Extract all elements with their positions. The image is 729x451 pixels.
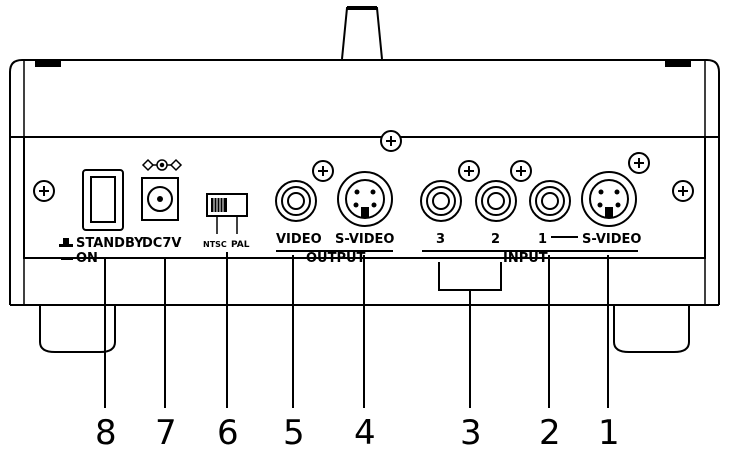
output-svideo-label: S-VIDEO (335, 232, 394, 247)
callout-2: 2 (539, 413, 561, 451)
rocker-switch-icon (82, 169, 124, 231)
rca-jack-icon (275, 180, 317, 222)
dc-jack-icon (141, 177, 179, 221)
input-label: INPUT (503, 251, 548, 266)
screw-icon (312, 160, 334, 182)
screw-icon (628, 152, 650, 174)
input-2-label: 2 (491, 232, 500, 247)
rca-jack-icon (529, 180, 571, 222)
input-1-label: 1 (538, 232, 547, 247)
rca-jack-icon (420, 180, 462, 222)
svideo-jack-icon (581, 171, 637, 227)
slide-switch-icon (206, 193, 248, 217)
callout-5: 5 (283, 413, 305, 451)
on-symbol (61, 257, 73, 260)
callout-3: 3 (460, 413, 482, 451)
screw-icon (510, 160, 532, 182)
on-label: ON (76, 251, 98, 266)
output-label: OUTPUT (306, 251, 366, 266)
callout-8: 8 (95, 413, 117, 451)
ntsc-pal-bracket (216, 217, 238, 234)
video-label: VIDEO (276, 232, 322, 247)
svideo-jack-icon (337, 171, 393, 227)
screw-icon (672, 180, 694, 202)
screw-icon (458, 160, 480, 182)
standby-symbol (59, 238, 73, 247)
pal-label: PAL (231, 240, 250, 250)
callout-4: 4 (354, 413, 376, 451)
callout-1: 1 (598, 413, 620, 451)
callout-7: 7 (155, 413, 177, 451)
rca-jack-icon (475, 180, 517, 222)
dc-label: DC7V (142, 236, 181, 251)
leader-lines (104, 252, 609, 408)
standby-label: STANDBY (76, 236, 144, 251)
dc-polarity-icon (141, 158, 183, 172)
screw-icon (33, 180, 55, 202)
input-3-label: 3 (436, 232, 445, 247)
ntsc-label: NTSC (203, 240, 227, 249)
input-svideo-label: S-VIDEO (582, 232, 641, 247)
screw-icon (380, 130, 402, 152)
callout-6: 6 (217, 413, 239, 451)
